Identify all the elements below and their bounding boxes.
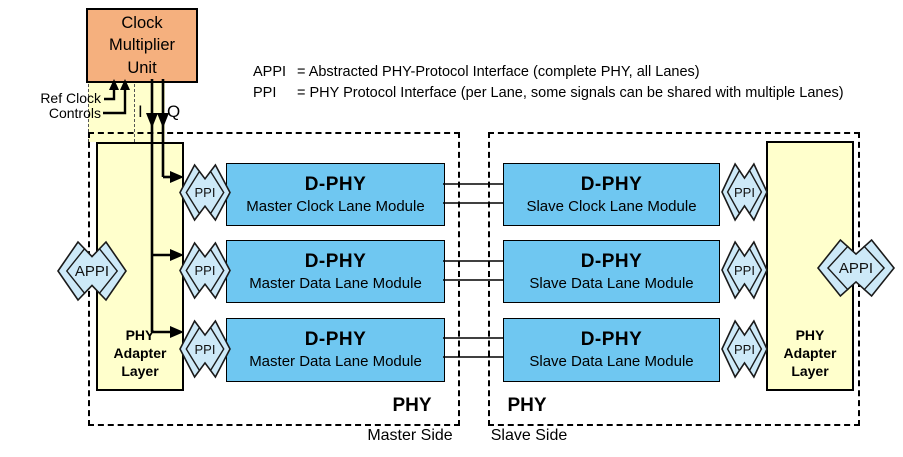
slave-phy-label: PHY [507, 395, 547, 416]
module-subtitle: Slave Data Lane Module [529, 353, 694, 371]
module-subtitle: Master Data Lane Module [249, 274, 422, 292]
adapter-label-line1: PHY [795, 327, 825, 344]
cmu-region-divider-line [134, 79, 135, 142]
ppi-arrow-label: PPI [194, 341, 216, 357]
module-subtitle: Master Data Lane Module [249, 353, 422, 371]
module-subtitle: Master Clock Lane Module [246, 197, 425, 215]
ref-clock-label: Ref Clock [40, 90, 101, 106]
adapter-label-line2: Adapter [783, 345, 837, 362]
module-subtitle: Slave Clock Lane Module [526, 197, 697, 215]
module-title: D-PHY [580, 250, 643, 272]
clock-multiplier-unit-box: Clock Multiplier Unit [86, 8, 198, 83]
ppi-arrow-master-data1: PPI [179, 241, 231, 300]
module-title: D-PHY [304, 173, 367, 195]
adapter-label-line3: Layer [121, 363, 159, 380]
adapter-label-line2: Adapter [113, 345, 167, 362]
appi-arrow-label: APPI [74, 262, 110, 280]
appi-arrow-slave: APPI [816, 238, 896, 298]
legend-term-appi: APPI [253, 64, 287, 80]
ppi-arrow-slave-clock: PPI [721, 162, 768, 222]
module-title: D-PHY [304, 250, 367, 272]
slave-side-label: Slave Side [490, 427, 568, 444]
slave-data-lane-module-1: D-PHY Slave Data Lane Module [503, 240, 720, 303]
appi-arrow-master: APPI [57, 240, 127, 302]
ppi-arrow-label: PPI [194, 263, 216, 278]
cmu-label-line2: Multiplier [108, 36, 176, 55]
ppi-arrow-label: PPI [194, 185, 216, 200]
master-data-lane-module-1: D-PHY Master Data Lane Module [226, 240, 445, 303]
master-phy-adapter-layer: PHY Adapter Layer [96, 142, 184, 391]
master-clock-lane-module: D-PHY Master Clock Lane Module [226, 163, 445, 226]
cmu-label-line3: Unit [127, 58, 157, 77]
master-phy-label: PHY [392, 395, 432, 416]
controls-label: Controls [48, 104, 101, 121]
legend-term-ppi: PPI [253, 84, 277, 101]
master-adapter-label: PHY Adapter Layer [98, 327, 182, 381]
module-title: D-PHY [304, 329, 367, 351]
ppi-arrow-slave-data2: PPI [721, 319, 768, 379]
ppi-arrow-master-clock: PPI [179, 163, 231, 222]
master-side-label: Master Side [367, 427, 453, 444]
legend-def-appi: = Abstracted PHY-Protocol Interface (com… [297, 64, 700, 80]
ref-clock-controls-labels: Ref Clock Controls [8, 91, 101, 120]
module-title: D-PHY [580, 329, 643, 351]
master-data-lane-module-2: D-PHY Master Data Lane Module [226, 318, 445, 382]
adapter-label-line1: PHY [125, 327, 155, 344]
cmu-label-line1: Clock [121, 13, 163, 32]
legend-row-ppi: PPI = PHY Protocol Interface (per Lane, … [253, 83, 844, 104]
slave-clock-lane-module: D-PHY Slave Clock Lane Module [503, 163, 720, 226]
slave-data-lane-module-2: D-PHY Slave Data Lane Module [503, 318, 720, 382]
legend-row-appi: APPI = Abstracted PHY-Protocol Interface… [253, 62, 844, 83]
legend: APPI = Abstracted PHY-Protocol Interface… [253, 62, 844, 103]
i-signal-label: I [138, 102, 143, 121]
ppi-arrow-label: PPI [734, 341, 755, 357]
module-title: D-PHY [580, 173, 643, 195]
module-subtitle: Slave Data Lane Module [529, 274, 694, 292]
q-signal-label: Q [167, 102, 181, 121]
slave-adapter-label: PHY Adapter Layer [768, 327, 852, 381]
ppi-arrow-slave-data1: PPI [721, 240, 768, 300]
ppi-arrow-label: PPI [734, 262, 755, 278]
legend-def-ppi: = PHY Protocol Interface (per Lane, some… [297, 84, 844, 101]
appi-arrow-label: APPI [838, 259, 874, 277]
ppi-arrow-master-data2: PPI [179, 319, 231, 379]
adapter-label-line3: Layer [791, 363, 829, 380]
ppi-arrow-label: PPI [734, 184, 755, 200]
